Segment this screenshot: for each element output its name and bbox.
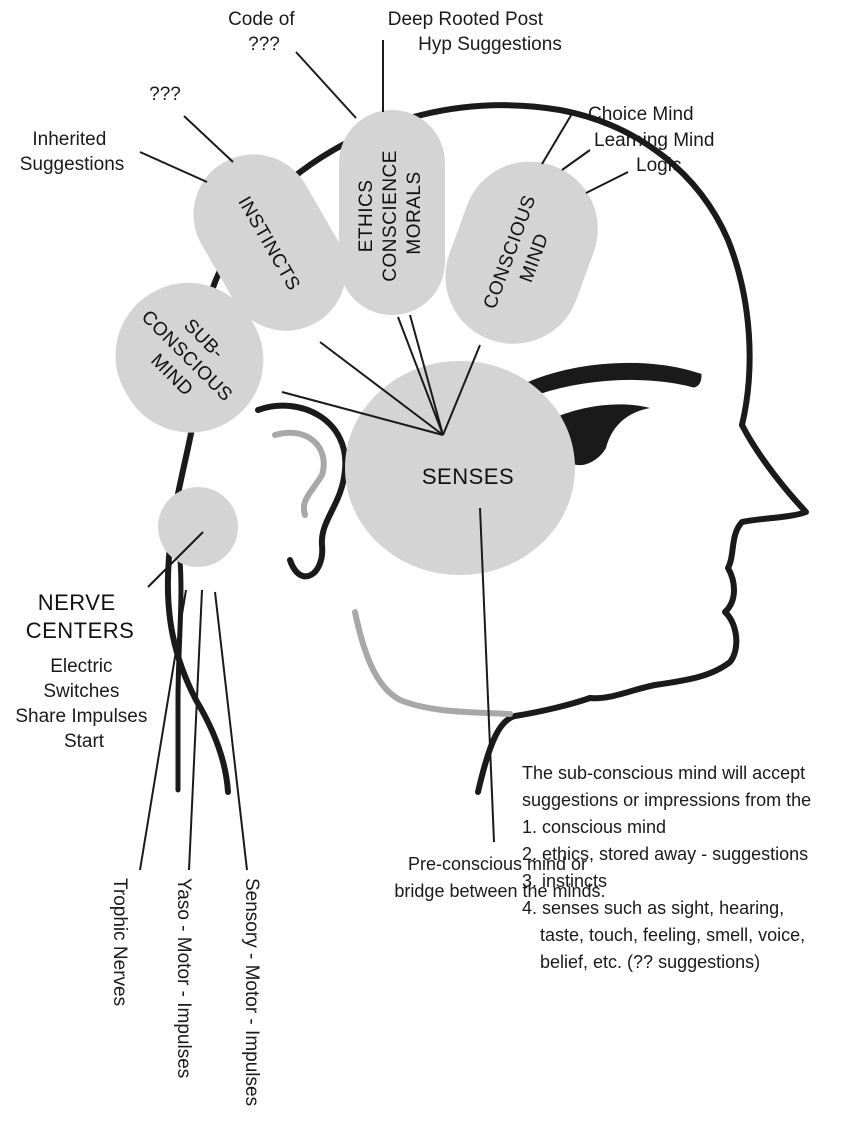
- line-unknown: [184, 116, 233, 162]
- line-choice: [542, 112, 573, 164]
- inherited-label: Inherited Suggestions: [20, 129, 125, 175]
- unknown-label: ???: [149, 84, 181, 105]
- ear-inner: [275, 433, 324, 515]
- line-code-of: [296, 52, 356, 118]
- line-yaso: [189, 590, 202, 870]
- code-of-label: Code of ???: [228, 9, 300, 55]
- conscious-blob: [427, 143, 617, 363]
- choice-mind-label: Choice Mind: [588, 104, 694, 125]
- nerve-centers-desc: Electric Switches Share Impulses Start: [15, 656, 152, 752]
- line-sensory: [215, 592, 247, 870]
- line-logic: [586, 172, 628, 193]
- neck-inner: [178, 560, 181, 790]
- deep-rooted-label: Deep Rooted Post Hyp Suggestions: [388, 9, 562, 55]
- logic-label: Logic: [636, 155, 681, 176]
- line-inherited: [140, 152, 207, 182]
- senses-text: SENSES: [422, 464, 514, 489]
- learning-mind-label: Learning Mind: [594, 130, 714, 151]
- nerve-center-blob: [158, 487, 238, 567]
- line-learning: [562, 150, 590, 170]
- nerve-centers-label: NERVE CENTERS: [26, 590, 135, 643]
- trophic-nerves-label: Trophic Nerves: [109, 878, 130, 1006]
- yaso-motor-label: Yaso - Motor - Impulses: [173, 878, 194, 1078]
- sensory-motor-label: Sensory - Motor - Impulses: [241, 878, 262, 1106]
- face-profile: [590, 425, 806, 698]
